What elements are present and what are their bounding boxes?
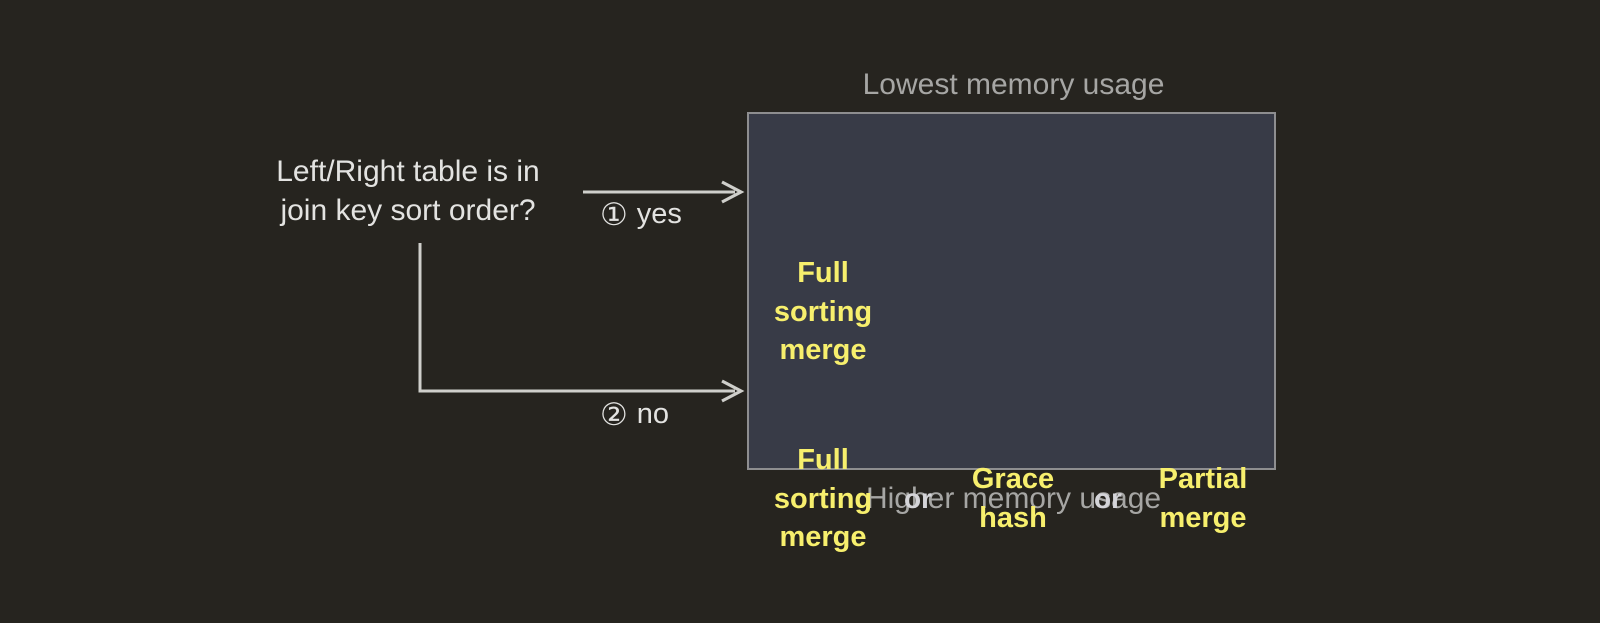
- branch-marker-1: ①: [600, 197, 628, 232]
- result-row-unsorted: Full sorting merge or Grace hash or Part…: [749, 414, 1274, 584]
- decision-question: Left/Right table is in join key sort ord…: [276, 155, 540, 227]
- option-grace-hash: Grace hash: [971, 463, 1055, 534]
- branch-text-no: no: [636, 398, 670, 430]
- branch-label-no: ② no: [600, 398, 669, 431]
- result-box: Full sorting merge Full sorting merge or…: [747, 112, 1276, 553]
- result-row-sorted: Full sorting merge: [749, 232, 1274, 392]
- branch-marker-2: ②: [600, 397, 628, 432]
- option-full-sorting-merge-sorted: Full sorting merge: [773, 257, 873, 367]
- separator-or-2: or: [1094, 483, 1122, 514]
- separator-or-1: or: [904, 483, 932, 514]
- arrow-head-no: [721, 379, 745, 403]
- arrow-head-yes: [721, 180, 745, 204]
- branch-text-yes: yes: [636, 198, 682, 230]
- caption-lowest-memory: Lowest memory usage: [862, 68, 1165, 101]
- caption-higher-memory: Higher memory usage: [865, 482, 1162, 515]
- arrow-line-no: [418, 243, 735, 393]
- option-partial-merge: Partial merge: [1158, 463, 1248, 534]
- branch-label-yes: ① yes: [600, 198, 682, 231]
- option-full-sorting-merge-unsorted: Full sorting merge: [773, 444, 873, 554]
